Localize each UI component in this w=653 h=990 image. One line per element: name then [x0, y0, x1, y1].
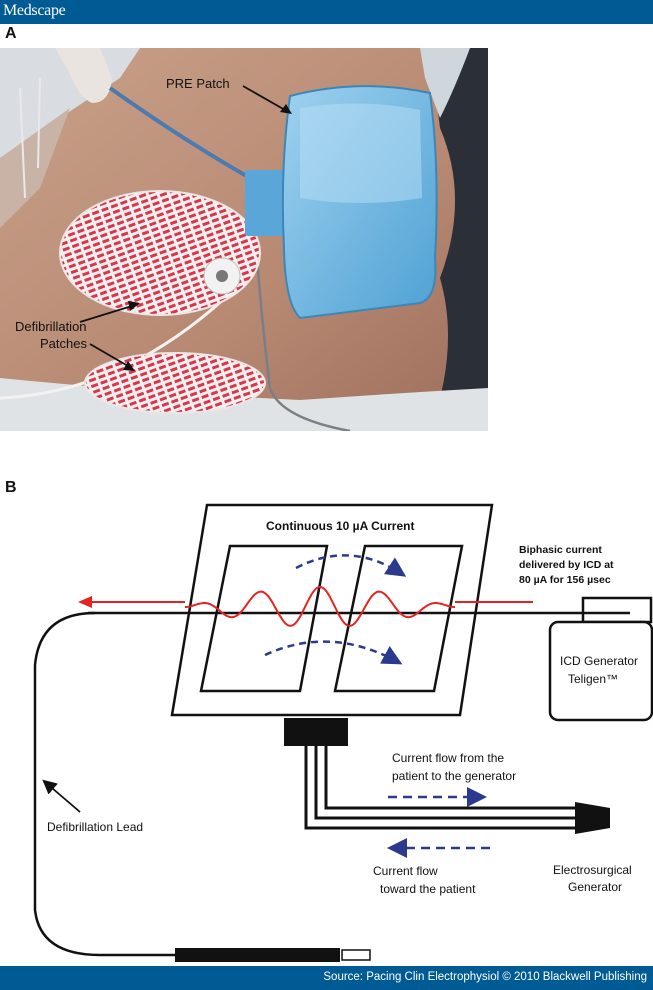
sheet-top-right [420, 48, 470, 118]
defib-arrowhead-upper [128, 301, 140, 311]
defib-pointer-upper [79, 305, 133, 323]
continuous-current-label: Continuous 10 µA Current [266, 519, 414, 533]
photo-illustration: PRE Patch Defibrillation Patches [0, 48, 488, 431]
circuit-diagram-svg: Continuous 10 µA Current Biphasic curren… [33, 503, 653, 962]
current-arc-lower [264, 640, 403, 665]
top-bar: Medscape [0, 0, 653, 24]
white-wires [19, 77, 41, 199]
biphasic-label-line1: Biphasic current [519, 544, 602, 556]
connector-stud [216, 270, 228, 282]
cable-outer-right [324, 746, 583, 810]
dark-pillow [430, 48, 488, 431]
defib-patches-label-line2: Patches [40, 336, 87, 351]
esg-label-line1: Electrosurgical [553, 863, 632, 877]
panel-b-letter: B [5, 479, 17, 496]
lead-tip [341, 949, 371, 961]
icd-header [581, 596, 653, 624]
circuit-diagram: Continuous 10 µA Current Biphasic curren… [0, 490, 653, 966]
current-arc-upper [295, 554, 407, 577]
esg-label-line2: Generator [568, 880, 622, 894]
flow-toward-label-line1: Current flow [373, 864, 438, 878]
defib-lead-label: Defibrillation Lead [47, 820, 143, 834]
electrosurgical-plug [575, 802, 610, 834]
flow-from-label-line2: patient to the generator [392, 769, 516, 783]
defib-lead-pointer [42, 779, 81, 813]
blue-cable [108, 86, 251, 180]
pre-patch-arrowhead [280, 104, 292, 114]
brand-logo: Medscape [3, 2, 66, 19]
patient-photo: PRE Patch Defibrillation Patches [0, 48, 488, 431]
electrode-right [333, 544, 464, 693]
electrode-left [199, 544, 329, 693]
pre-patch-pointer [242, 85, 286, 111]
biphasic-waveform [185, 585, 455, 627]
lead-coil [175, 948, 340, 962]
pre-patch-outline [170, 503, 494, 717]
pre-patch-tab [245, 170, 285, 236]
defibrillation-lead [33, 611, 175, 957]
flow-toward-label-line2: toward the patient [380, 882, 476, 896]
cable-outer-left [304, 746, 583, 830]
grey-cable [253, 227, 351, 431]
signal-arrowhead [78, 596, 92, 608]
defibrillation-patch-lower [84, 352, 266, 414]
flow-from-label-line1: Current flow from the [392, 751, 504, 765]
shadow-region [0, 108, 70, 228]
patch-connector-block [284, 718, 348, 746]
icd-label-line2: Teligen™ [568, 672, 618, 686]
biphasic-label-line3: 80 µA for 156 µsec [519, 574, 611, 586]
bottom-bar: Source: Pacing Clin Electrophysiol © 201… [0, 966, 653, 990]
defib-patches-label-line1: Defibrillation [15, 319, 87, 334]
icd-generator [548, 620, 653, 722]
cable-inner [314, 746, 583, 820]
panel-a-letter: A [5, 25, 17, 42]
biphasic-label-line2: delivered by ICD at [519, 559, 614, 571]
source-credit: Source: Pacing Clin Electrophysiol © 201… [323, 971, 647, 983]
defib-arrowhead-lower [123, 361, 135, 371]
pre-patch-label: PRE Patch [166, 76, 230, 91]
glove [55, 48, 112, 103]
defib-pointer-lower [89, 343, 129, 367]
defibrillation-patch-upper [59, 190, 261, 316]
pre-patch-highlight [300, 103, 422, 203]
icd-label-line1: ICD Generator [560, 654, 638, 668]
